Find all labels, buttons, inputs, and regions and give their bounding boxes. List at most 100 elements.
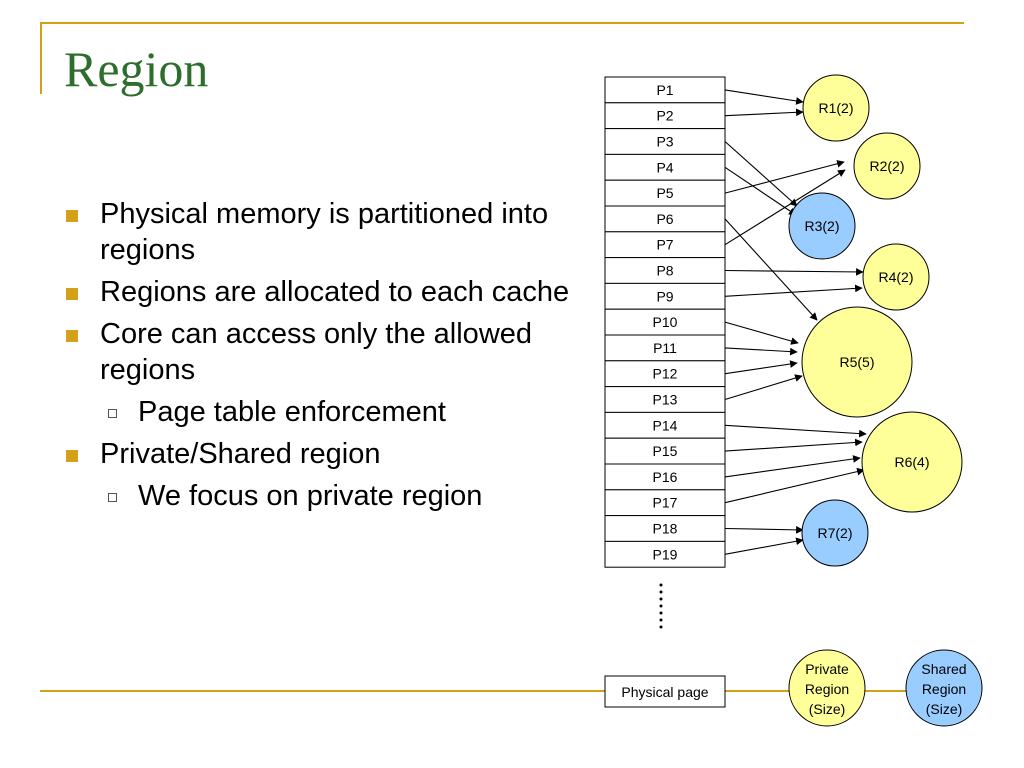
legend-private-region-label: Private bbox=[805, 661, 849, 677]
page-label: P18 bbox=[653, 521, 678, 537]
page-label: P1 bbox=[656, 82, 673, 98]
mapping-arrow-p9 bbox=[724, 284, 863, 297]
region-label: R4(2) bbox=[878, 269, 913, 285]
legend-shared-region-label: Region bbox=[922, 681, 966, 697]
page-cell-p7 bbox=[604, 231, 726, 259]
page-label: P6 bbox=[656, 211, 673, 227]
mapping-arrow-p17 bbox=[724, 467, 865, 504]
bullet-text: Core can access only the allowed regions bbox=[100, 318, 533, 386]
page-label: P16 bbox=[653, 469, 678, 485]
square-bullet-icon bbox=[66, 210, 78, 222]
page-cell-p5 bbox=[604, 179, 726, 207]
region-label: R3(2) bbox=[804, 218, 839, 234]
legend-physical-page-box bbox=[604, 675, 726, 708]
region-circle-r64 bbox=[861, 411, 963, 513]
page-cell-p14 bbox=[604, 411, 726, 439]
region-circle-r72 bbox=[801, 499, 869, 567]
region-circle-r42 bbox=[862, 243, 930, 311]
bullet-text: Physical memory is partitioned into regi… bbox=[100, 198, 549, 266]
region-circles: R1(2)R2(2)R3(2)R4(2)R5(5)R6(4)R7(2) bbox=[788, 74, 963, 567]
page-cell-p16 bbox=[604, 463, 726, 491]
region-label: R2(2) bbox=[869, 158, 904, 174]
mapping-arrow-p5 bbox=[724, 160, 845, 194]
hollow-square-bullet-icon bbox=[108, 493, 117, 502]
ellipsis-dot bbox=[659, 604, 663, 608]
page-cell-p2 bbox=[604, 102, 726, 130]
mapping-arrow-p19 bbox=[724, 537, 804, 555]
mapping-arrow-p1 bbox=[724, 89, 804, 105]
bullet-text: Regions are allocated to each cache bbox=[100, 276, 570, 308]
sub-bullet-item: Page table enforcement bbox=[60, 394, 580, 430]
page-label: P11 bbox=[653, 340, 677, 356]
page-cell-p13 bbox=[604, 386, 726, 413]
legend: Physical pagePrivateRegion(Size)SharedRe… bbox=[604, 649, 983, 727]
page-cell-p19 bbox=[604, 540, 726, 568]
mapping-arrow-p15 bbox=[724, 438, 863, 452]
mapping-arrow-p7 bbox=[724, 169, 846, 246]
slide-title: Region bbox=[64, 41, 209, 97]
legend-physical-page-label: Physical page bbox=[621, 684, 708, 700]
sub-bullet-text: We focus on private region bbox=[138, 480, 483, 512]
ellipsis-dot bbox=[659, 625, 663, 629]
mapping-arrow-p10 bbox=[724, 321, 799, 345]
page-cell-p3 bbox=[604, 128, 726, 155]
bottom-rule bbox=[40, 690, 970, 692]
mapping-arrow-p4 bbox=[724, 166, 797, 216]
bullet-text: Private/Shared region bbox=[100, 438, 381, 470]
region-label: R6(4) bbox=[894, 454, 929, 470]
region-circle-r55 bbox=[801, 306, 913, 418]
page-cell-p9 bbox=[604, 282, 726, 310]
ellipsis-dot bbox=[659, 597, 663, 601]
page-cell-p15 bbox=[604, 437, 726, 465]
page-cell-p8 bbox=[604, 257, 726, 284]
page-cell-p18 bbox=[604, 515, 726, 542]
square-bullet-icon bbox=[66, 330, 78, 342]
square-bullet-icon bbox=[66, 288, 78, 300]
legend-private-region-circle bbox=[788, 649, 866, 727]
mapping-arrow-p13 bbox=[724, 374, 803, 401]
legend-shared-region-circle bbox=[905, 649, 983, 727]
mapping-arrow-p11 bbox=[724, 347, 798, 356]
mapping-arrow-p18 bbox=[724, 526, 804, 534]
left-rule bbox=[40, 22, 42, 94]
square-bullet-icon bbox=[66, 450, 78, 462]
page-label: P13 bbox=[653, 392, 678, 408]
legend-shared-region-label: Shared bbox=[921, 661, 966, 677]
page-cell-p1 bbox=[604, 76, 726, 104]
mapping-arrows bbox=[724, 89, 867, 555]
region-circle-r12 bbox=[802, 74, 870, 142]
sub-bullet-item: We focus on private region bbox=[60, 478, 580, 514]
bullet-item: Physical memory is partitioned into regi… bbox=[60, 196, 580, 268]
page-table: P1P2P3P4P5P6P7P8P9P10P11P12P13P14P15P16P… bbox=[604, 76, 726, 568]
page-cell-p10 bbox=[604, 308, 726, 336]
page-label: P3 bbox=[656, 134, 673, 150]
page-label: P2 bbox=[656, 108, 673, 124]
bullet-item: Private/Shared region bbox=[60, 436, 580, 472]
legend-shared-region-label: (Size) bbox=[926, 701, 963, 717]
hollow-square-bullet-icon bbox=[108, 409, 117, 418]
page-cell-p4 bbox=[604, 153, 726, 181]
mapping-arrow-p6 bbox=[724, 218, 818, 321]
legend-private-region-label: (Size) bbox=[809, 701, 846, 717]
ellipsis-dot bbox=[659, 590, 663, 594]
bullet-list: Physical memory is partitioned into regi… bbox=[60, 190, 580, 514]
ellipsis-dot bbox=[659, 611, 663, 615]
page-cell-p6 bbox=[604, 205, 726, 233]
page-cell-p17 bbox=[604, 489, 726, 517]
mapping-arrow-p12 bbox=[724, 360, 798, 375]
continuation-ellipsis bbox=[659, 583, 663, 629]
page-label: P19 bbox=[653, 546, 678, 562]
page-label: P8 bbox=[656, 263, 673, 279]
bullet-item: Regions are allocated to each cache bbox=[60, 274, 580, 310]
page-label: P10 bbox=[653, 314, 678, 330]
mapping-arrow-p8 bbox=[724, 268, 864, 276]
page-label: P5 bbox=[656, 185, 673, 201]
page-label: P12 bbox=[653, 366, 678, 382]
region-label: R5(5) bbox=[839, 354, 874, 370]
page-label: P9 bbox=[656, 288, 673, 304]
ellipsis-dot bbox=[659, 618, 663, 622]
sub-bullet-text: Page table enforcement bbox=[138, 396, 446, 428]
page-label: P14 bbox=[653, 417, 678, 433]
region-label: R1(2) bbox=[818, 100, 853, 116]
